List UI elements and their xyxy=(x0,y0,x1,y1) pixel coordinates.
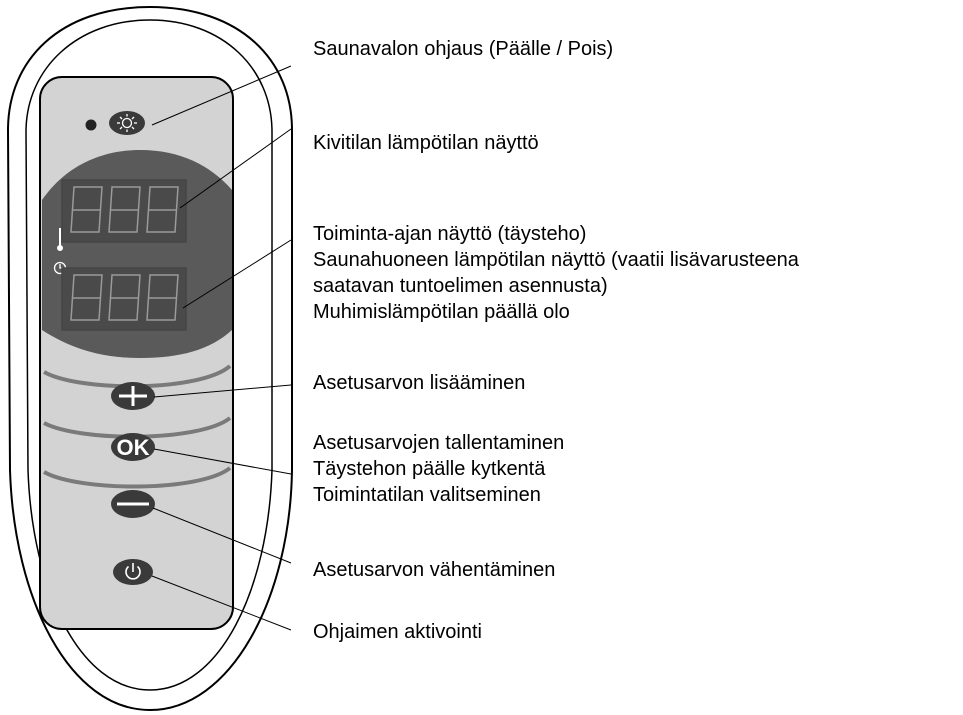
label-lower-display-line: Muhimislämpötilan päällä olo xyxy=(313,301,570,323)
power-icon xyxy=(125,563,141,580)
label-minus: Asetusarvon vähentäminen xyxy=(313,559,556,581)
label-lower-display-line: saatavan tuntoelimen asennusta) xyxy=(313,275,608,297)
callout-line-ok xyxy=(153,448,292,475)
label-ok-line: Toimintatilan valitseminen xyxy=(313,484,541,506)
light-button[interactable] xyxy=(109,111,145,135)
label-lower-display-line: Toiminta-ajan näyttö (täysteho) xyxy=(313,223,587,245)
plus-icon xyxy=(119,386,147,406)
separator-arc-3 xyxy=(43,466,232,489)
label-power: Ohjaimen aktivointi xyxy=(313,621,482,643)
callout-line-light xyxy=(151,65,292,126)
ok-button-label: OK xyxy=(117,435,150,460)
power-button[interactable] xyxy=(113,559,153,585)
label-ok-line: Asetusarvojen tallentaminen xyxy=(313,432,565,454)
callout-line-plus xyxy=(153,384,292,398)
label-ok-line: Täystehon päälle kytkentä xyxy=(313,458,546,480)
callout-line-power xyxy=(151,575,292,631)
label-stone-temperature: Kivitilan lämpötilan näyttö xyxy=(313,132,539,154)
ok-button[interactable]: OK xyxy=(111,433,155,461)
callout-line-stone-temp xyxy=(179,128,292,209)
callout-line-minus xyxy=(152,507,292,564)
plus-button[interactable] xyxy=(111,382,155,410)
controller-inner-housing xyxy=(25,19,273,691)
light-bulb-icon xyxy=(117,114,137,132)
callout-lines xyxy=(151,65,292,631)
label-light-control: Saunavalon ohjaus (Päälle / Pois) xyxy=(313,38,614,60)
label-lower-display-line: Saunahuoneen lämpötilan näyttö (vaatii l… xyxy=(313,249,799,271)
callout-line-lower-display xyxy=(182,239,292,309)
lower-display xyxy=(61,267,187,331)
thermometer-icon xyxy=(57,228,63,251)
light-indicator-led xyxy=(85,119,97,131)
label-ok: Asetusarvojen tallentaminen Täystehon pä… xyxy=(313,430,564,508)
label-lower-display: Toiminta-ajan näyttö (täysteho) Saunahuo… xyxy=(313,221,799,325)
stone-temperature-display xyxy=(61,179,187,243)
minus-button[interactable] xyxy=(111,490,155,518)
label-plus: Asetusarvon lisääminen xyxy=(313,372,526,394)
